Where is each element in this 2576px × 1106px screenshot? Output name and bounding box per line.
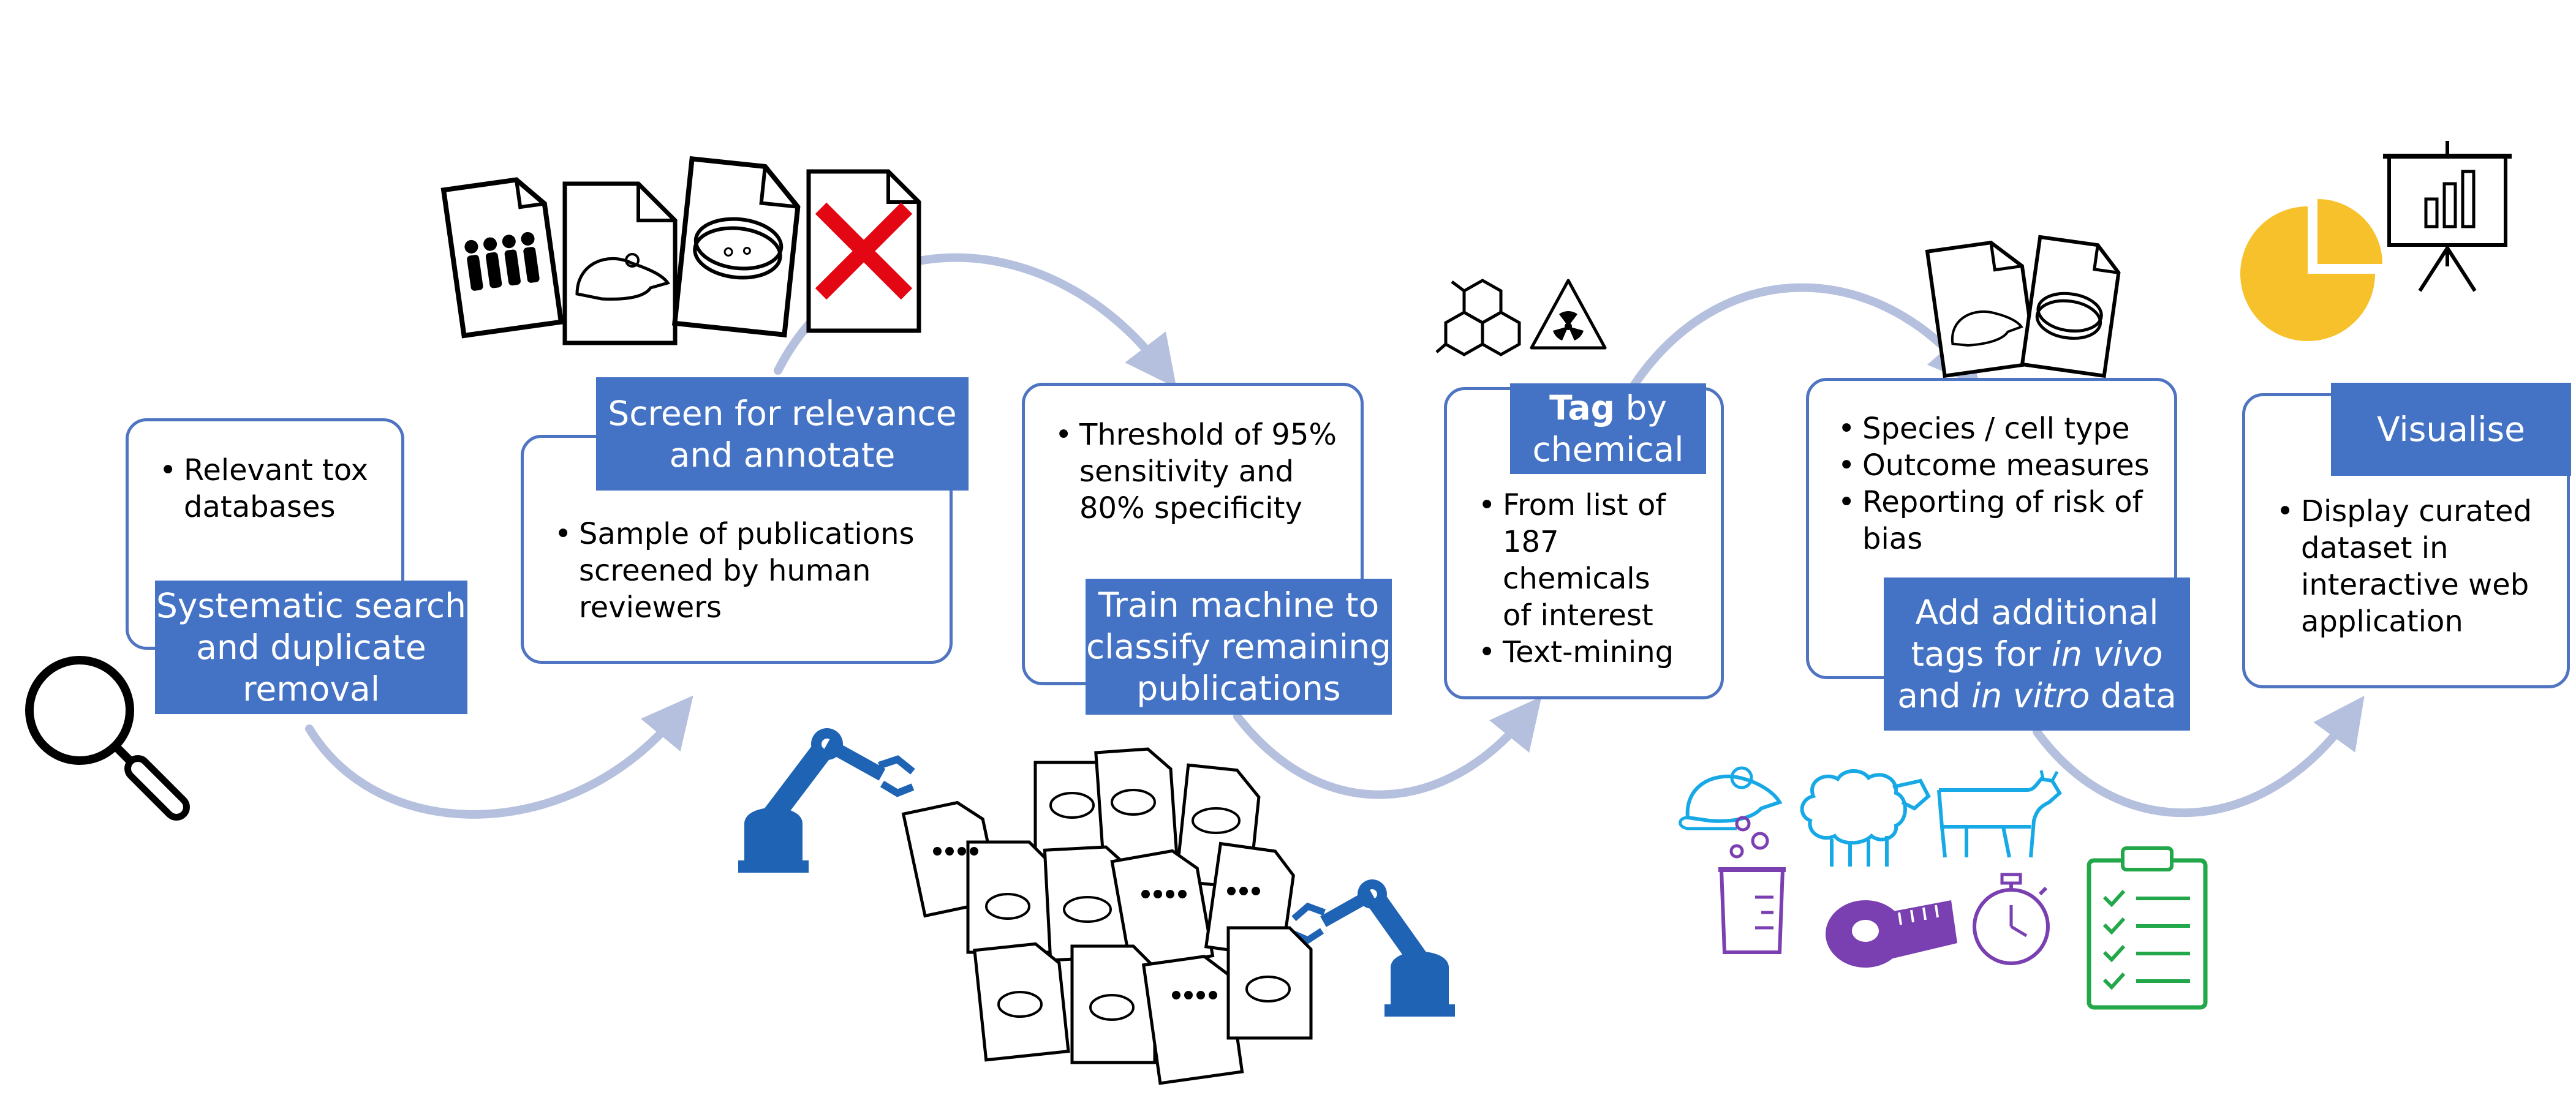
pie-chart-icon [2240,199,2382,341]
document-pile [901,747,1313,1085]
checklist-icon [2087,846,2208,1010]
arrow-4-to-5 [1625,283,1981,396]
document-mouse-icon [562,181,678,345]
bullet: Threshold of 95% sensitivity and 80% spe… [1055,416,1343,527]
tape-measure-icon [1826,900,1957,968]
presentation-board-icon [2383,141,2512,292]
bullet: Text-mining [1478,634,1680,671]
step-3-bullets: Threshold of 95% sensitivity and 80% spe… [1055,416,1343,527]
robot-arm-icon [1291,879,1455,1017]
step-4-bullets: From list of 187 chemicals of interest T… [1478,487,1680,671]
bullet: From list of 187 chemicals of interest [1478,487,1680,634]
step-1-bullets: Relevant tox databases [159,452,380,525]
step-1-label: Systematic search and duplicate removal [155,581,467,714]
step-5-label: Add additional tags for in vivo and in v… [1884,577,2190,731]
step-6-label: Visualise [2331,383,2571,476]
bullet: Display curated dataset in interactive w… [2276,493,2546,640]
cow-icon [1937,770,2062,858]
step-6-bullets: Display curated dataset in interactive w… [2276,493,2546,640]
arrow-1-to-2 [305,695,693,819]
bullet: Reporting of risk of bias [1838,484,2156,557]
arrow-3-to-4 [1233,696,1542,799]
sheep-icon [1800,769,1931,867]
stopwatch-icon [1973,873,2050,965]
robot-arm-icon [738,728,915,873]
bullet: Sample of publications screened by human… [554,516,922,626]
document-rejected-icon [806,169,921,333]
document-petri-icon [671,156,801,338]
step-3-label: Train machine to classify remaining publ… [1086,579,1392,715]
beaker-icon [1718,816,1786,954]
bullet: Species / cell type [1838,410,2156,447]
radiation-warning-icon [1530,279,1607,350]
step-4-label: Tag by chemical [1510,383,1706,474]
step-2-bullets: Sample of publications screened by human… [554,516,922,626]
document-people-icon [440,177,564,339]
document-petri-icon [2020,235,2121,378]
step-5-bullets: Species / cell type Outcome measures Rep… [1838,410,2156,557]
magnifier-icon [25,656,190,821]
arrow-5-to-6 [2033,696,2365,818]
bullet: Relevant tox databases [159,452,380,525]
hexagon-molecule-icon [1435,279,1521,356]
step-2-label: Screen for relevance and annotate [596,377,969,491]
bullet: Outcome measures [1838,447,2156,484]
